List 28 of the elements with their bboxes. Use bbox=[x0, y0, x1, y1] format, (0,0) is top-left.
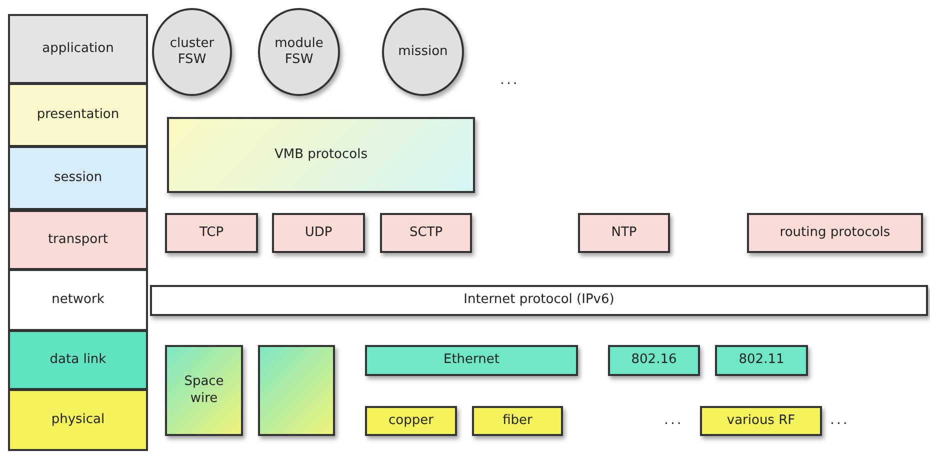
protocol-box: SCTP bbox=[380, 213, 472, 253]
layer-box: data link bbox=[8, 330, 148, 390]
protocol-box: 802.16 bbox=[608, 345, 700, 376]
protocol-box: TCP bbox=[165, 213, 258, 253]
layer-box: presentation bbox=[8, 83, 148, 147]
ellipsis-text: ... bbox=[830, 412, 850, 428]
protocol-box: routing protocols bbox=[747, 213, 923, 253]
ellipsis-text: ... bbox=[664, 412, 684, 428]
layer-box: session bbox=[8, 146, 148, 210]
ellipsis-text: ... bbox=[500, 72, 520, 88]
protocol-box: copper bbox=[365, 406, 457, 436]
component-circle: mission bbox=[382, 8, 464, 96]
protocol-box: fiber bbox=[472, 406, 563, 436]
component-circle: cluster FSW bbox=[152, 8, 232, 96]
protocol-box: Ethernet bbox=[365, 345, 578, 376]
protocol-box: 802.11 bbox=[715, 345, 808, 376]
protocol-box: VMB protocols bbox=[167, 117, 475, 193]
component-circle: module FSW bbox=[258, 8, 340, 96]
layer-box: application bbox=[8, 14, 148, 84]
layer-box: network bbox=[8, 269, 148, 331]
protocol-box: Space wire bbox=[165, 345, 243, 436]
protocol-box: various RF bbox=[700, 406, 822, 436]
protocol-box: UDP bbox=[272, 213, 365, 253]
protocol-box: Internet protocol (IPv6) bbox=[150, 285, 928, 316]
layer-box: physical bbox=[8, 389, 148, 451]
layer-box: transport bbox=[8, 210, 148, 270]
protocol-box: NTP bbox=[578, 213, 670, 253]
protocol-box bbox=[258, 345, 335, 436]
